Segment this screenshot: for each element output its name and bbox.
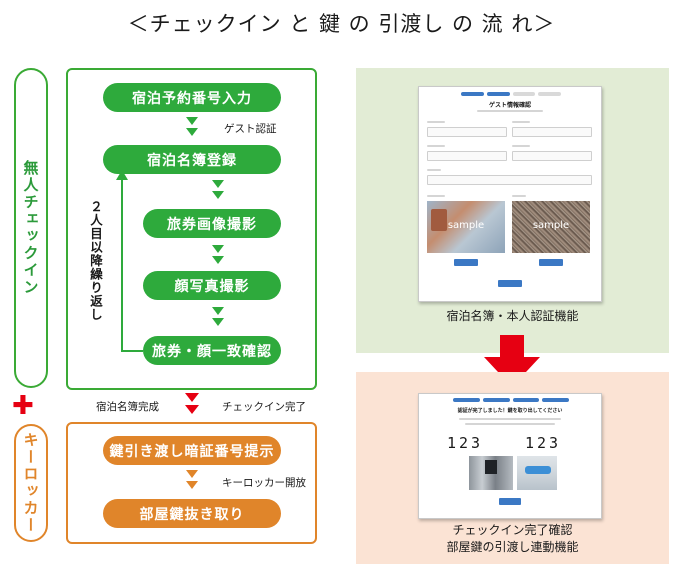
face-sample-image: sample xyxy=(512,201,590,253)
done-title: 認証が完了しました！鍵を取り出してください xyxy=(457,408,563,414)
sample-watermark: sample xyxy=(447,220,485,231)
key-locker-side-label: キーロッカー xyxy=(14,424,48,542)
field-first[interactable] xyxy=(427,127,507,137)
checkin-done-label: チェックイン完了 xyxy=(222,401,306,413)
progress-steps xyxy=(453,398,569,402)
guest-form-screenshot: ゲスト情報確認 sample sample xyxy=(418,86,602,302)
locker-open-label: キーロッカー開放 xyxy=(222,477,306,489)
repeat-loop-arrow xyxy=(116,170,143,352)
key-code-first: 123 xyxy=(447,434,484,452)
red-arrow-down-icon xyxy=(185,393,199,402)
key-locker-photo xyxy=(469,456,513,490)
step-key-code-display: 鍵引き渡し暗証番号提示 xyxy=(103,436,281,465)
unmanned-checkin-text: 無人チェックイン xyxy=(21,160,40,296)
progress-steps xyxy=(461,92,561,96)
form-title: ゲスト情報確認 xyxy=(488,102,531,109)
select-second[interactable] xyxy=(512,151,592,161)
retake-passport-button[interactable] xyxy=(454,259,478,266)
arrow-down-icon xyxy=(212,191,224,199)
select-first[interactable] xyxy=(512,127,592,137)
key-locker-text: キーロッカー xyxy=(21,432,40,534)
sample-watermark: sample xyxy=(532,220,570,231)
big-red-arrow-icon xyxy=(484,335,540,387)
step-face-photo: 顔写真撮影 xyxy=(143,271,281,300)
unmanned-checkin-side-label: 無人チェックイン xyxy=(14,68,48,388)
register-done-label: 宿泊名簿完成 xyxy=(96,401,159,413)
arrow-down-icon xyxy=(212,318,224,326)
repeat-label: ２人目以降繰り返し xyxy=(88,200,103,322)
arrow-down-icon xyxy=(212,307,224,315)
passport-sample-image: sample xyxy=(427,201,505,253)
red-arrow-down-icon xyxy=(185,405,199,414)
step-guest-register: 宿泊名簿登録 xyxy=(103,145,281,174)
step-passport-face-match: 旅券・顔一致確認 xyxy=(143,336,281,365)
arrow-down-icon xyxy=(212,180,224,188)
arrow-down-icon xyxy=(186,128,198,136)
key-locker-flow-panel xyxy=(66,422,317,544)
confirm-button[interactable] xyxy=(498,280,522,287)
orange-arrow-down-icon xyxy=(186,481,198,489)
key-handover-caption-1: チェックイン完了確認 xyxy=(452,523,573,537)
arrow-down-icon xyxy=(212,245,224,253)
key-handover-caption-2: 部屋鍵の引渡し連動機能 xyxy=(446,540,579,554)
registration-feature-caption: 宿泊名簿・本人認証機能 xyxy=(446,309,579,323)
field-second[interactable] xyxy=(427,151,507,161)
page-title: ＜チェックイン と 鍵 の 引渡し の 流 れ＞ xyxy=(127,12,556,36)
retake-face-button[interactable] xyxy=(539,259,563,266)
plus-icon: ✚ xyxy=(12,391,34,421)
guest-auth-label: ゲスト認証 xyxy=(224,123,277,135)
arrow-down-icon xyxy=(212,256,224,264)
checkin-complete-screenshot: 認証が完了しました！鍵を取り出してください 123 123 xyxy=(418,393,602,519)
key-code-second: 123 xyxy=(525,434,562,452)
checkin-flow-panel xyxy=(66,68,317,390)
step-passport-photo: 旅券画像撮影 xyxy=(143,209,281,238)
key-photo xyxy=(517,456,557,490)
field-address[interactable] xyxy=(427,175,592,185)
step-reservation-number: 宿泊予約番号入力 xyxy=(103,83,281,112)
ok-button[interactable] xyxy=(499,498,521,505)
arrow-down-icon xyxy=(186,117,198,125)
orange-arrow-down-icon xyxy=(186,470,198,478)
step-key-take: 部屋鍵抜き取り xyxy=(103,499,281,528)
